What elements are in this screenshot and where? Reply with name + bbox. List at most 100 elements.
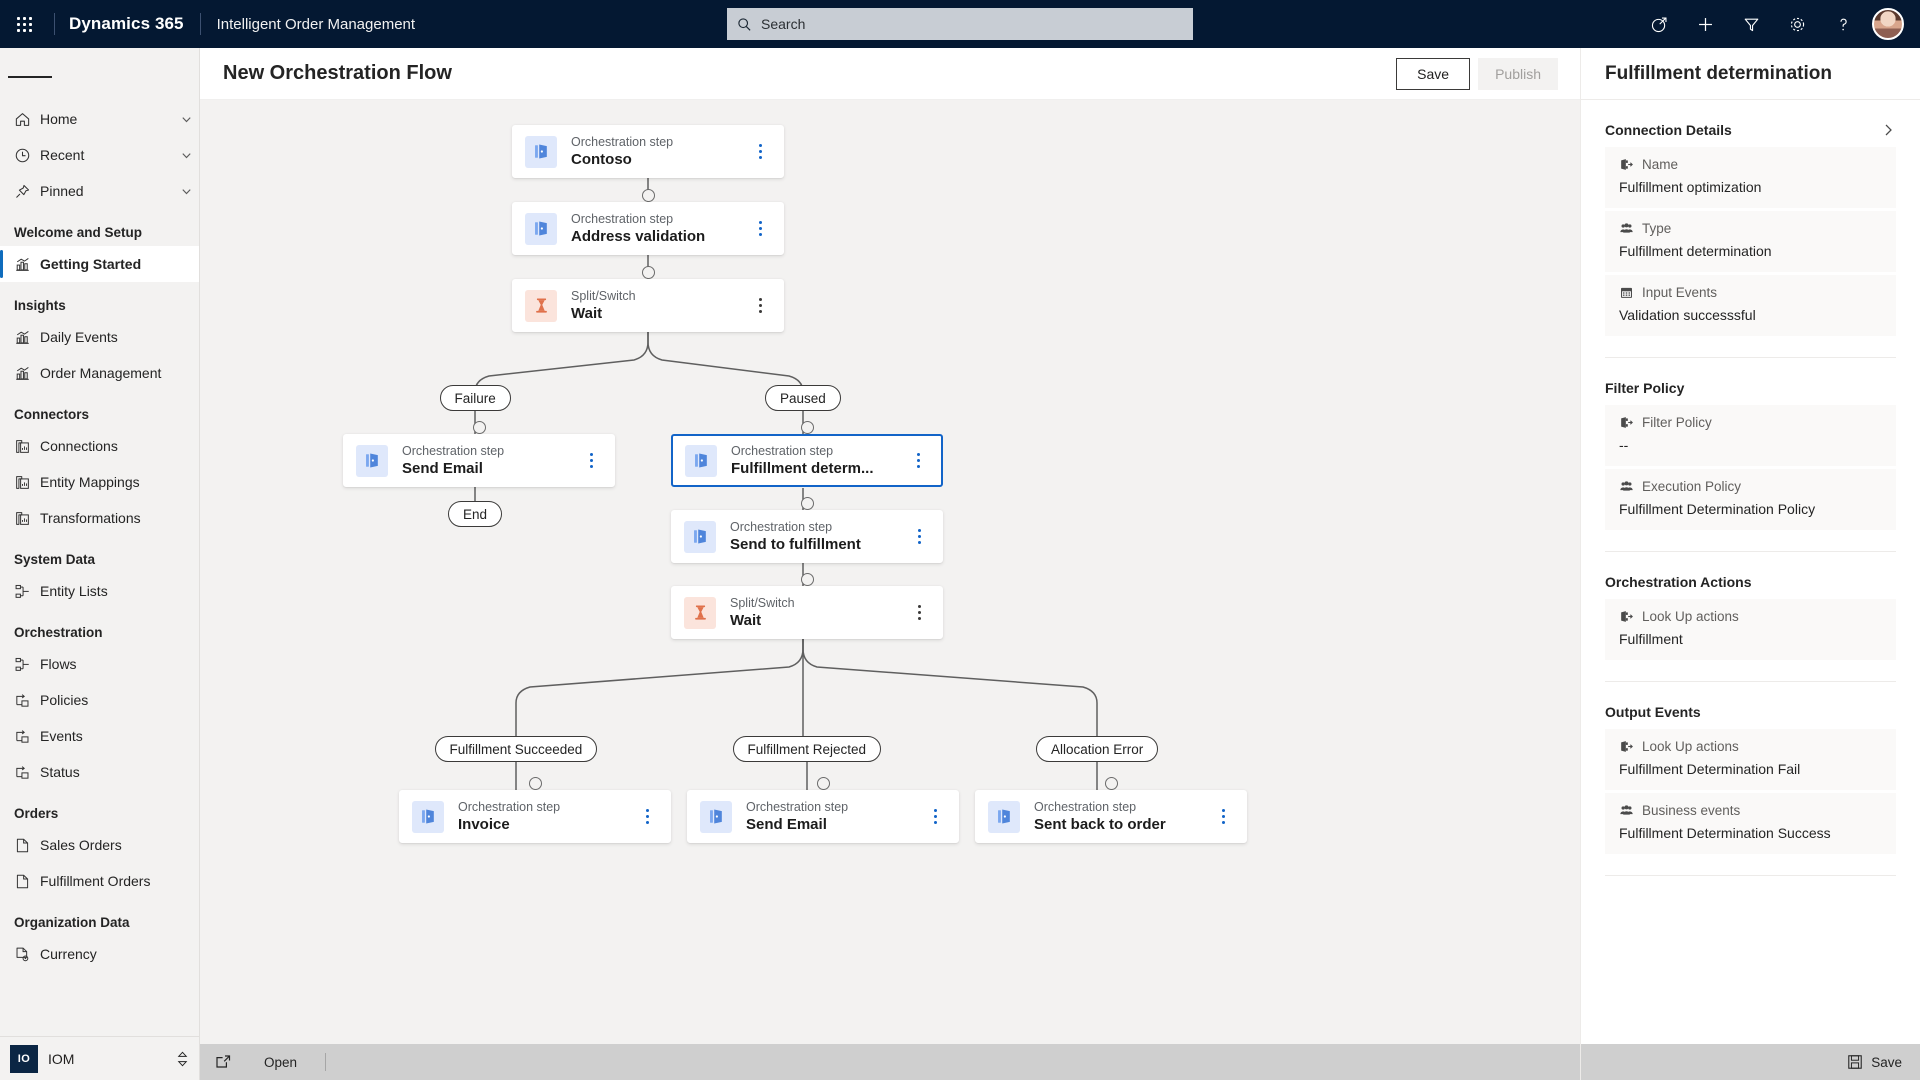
flow-label-fulfillment-succeeded[interactable]: Fulfillment Succeeded <box>434 736 598 762</box>
sidebar-item-currency[interactable]: Currency <box>0 936 199 972</box>
app-launcher-icon[interactable] <box>0 0 48 48</box>
area-badge: IO <box>10 1044 38 1073</box>
orchestration-step-icon <box>534 144 547 159</box>
connection-port[interactable] <box>1104 777 1118 790</box>
connection-port[interactable] <box>528 777 542 790</box>
more-options-icon[interactable] <box>580 446 602 476</box>
sidebar-item-sales-orders[interactable]: Sales Orders <box>0 827 199 863</box>
more-options-icon[interactable] <box>636 802 658 832</box>
chevron-down-icon[interactable] <box>180 185 193 198</box>
app-name[interactable]: Intelligent Order Management <box>216 15 416 33</box>
edit-pencil-icon[interactable] <box>1636 0 1682 48</box>
sidebar-item-events[interactable]: Events <box>0 718 199 754</box>
section-header: Filter Policy <box>1605 358 1896 405</box>
sidebar-item-pinned[interactable]: Pinned <box>0 173 199 209</box>
sidebar-item-transformations[interactable]: Transformations <box>0 500 199 536</box>
avatar[interactable] <box>1872 8 1904 40</box>
more-options-icon[interactable] <box>749 291 771 321</box>
search-input[interactable]: Search <box>727 8 1193 40</box>
sidebar-item-entity-lists[interactable]: Entity Lists <box>0 573 199 609</box>
flow-label-end[interactable]: End <box>448 501 503 527</box>
flow-label-failure[interactable]: Failure <box>439 385 511 411</box>
open-popout-icon[interactable] <box>214 1053 232 1071</box>
sidebar-item-daily-events[interactable]: Daily Events <box>0 319 199 355</box>
field-value: Fulfillment Determination Fail <box>1619 761 1801 777</box>
divider <box>1605 681 1896 682</box>
more-options-icon[interactable] <box>908 598 930 628</box>
flow-label-allocation-error[interactable]: Allocation Error <box>1036 736 1159 762</box>
sidebar-item-getting-started[interactable]: Getting Started <box>0 246 199 282</box>
connection-port[interactable] <box>641 266 655 279</box>
chevron-down-icon[interactable] <box>180 113 193 126</box>
sidebar-item-fulfillment-orders[interactable]: Fulfillment Orders <box>0 863 199 899</box>
sidebar-item-flows[interactable]: Flows <box>0 646 199 682</box>
chevron-down-icon[interactable] <box>180 149 193 162</box>
more-options-icon[interactable] <box>749 137 771 167</box>
chevron-down-icon[interactable] <box>173 113 199 126</box>
sidebar-item-recent[interactable]: Recent <box>0 137 199 173</box>
filter-icon[interactable] <box>1728 0 1774 48</box>
area-switcher[interactable]: IO IOM <box>0 1036 199 1080</box>
more-options-icon[interactable] <box>1212 802 1234 832</box>
flow-icon <box>14 728 40 745</box>
more-options-icon[interactable] <box>907 446 929 476</box>
connection-port[interactable] <box>816 777 830 790</box>
field-label: Business events <box>1642 803 1741 818</box>
gear-icon[interactable] <box>1774 0 1820 48</box>
orchestration-step-icon <box>365 453 378 468</box>
sidebar-item-policies[interactable]: Policies <box>0 682 199 718</box>
more-options-icon[interactable] <box>749 214 771 244</box>
chevron-down-icon[interactable] <box>173 185 199 198</box>
section-title: Output Events <box>1605 704 1701 720</box>
hamburger-menu-icon[interactable] <box>8 55 53 99</box>
flow-node-subtitle: Orchestration step <box>746 799 849 814</box>
sidebar-item-entity-mappings[interactable]: Entity Mappings <box>0 464 199 500</box>
add-plus-icon[interactable] <box>1682 0 1728 48</box>
connection-port[interactable] <box>800 421 814 434</box>
panel-save-button[interactable]: Save <box>1581 1044 1920 1080</box>
connection-port[interactable] <box>472 421 486 434</box>
chevron-down-icon[interactable] <box>173 149 199 162</box>
flow-icon <box>14 692 40 709</box>
page-title: New Orchestration Flow <box>223 62 452 84</box>
chart-icon <box>14 329 40 346</box>
connection-port[interactable] <box>800 573 814 586</box>
flow-label-paused[interactable]: Paused <box>765 385 841 411</box>
field-filter-policy[interactable]: Filter Policy-- <box>1605 405 1896 467</box>
open-label[interactable]: Open <box>264 1054 298 1070</box>
area-switcher-icon[interactable] <box>176 1051 189 1067</box>
sidebar-item-label: Events <box>40 728 83 744</box>
clock-icon <box>15 148 30 162</box>
sidebar-item-status[interactable]: Status <box>0 754 199 790</box>
connection-port[interactable] <box>641 189 655 202</box>
sidebar-item-order-management[interactable]: Order Management <box>0 355 199 391</box>
brand-title[interactable]: Dynamics 365 <box>69 14 184 33</box>
flow-label-fulfillment-rejected[interactable]: Fulfillment Rejected <box>732 736 882 762</box>
more-options-icon[interactable] <box>908 522 930 552</box>
more-options-icon[interactable] <box>924 802 946 832</box>
help-question-icon[interactable] <box>1820 0 1866 48</box>
save-button[interactable]: Save <box>1396 57 1471 90</box>
chevron-right-icon[interactable] <box>1880 122 1896 138</box>
sidebar-item-home[interactable]: Home <box>0 101 199 137</box>
connection-port[interactable] <box>800 497 814 510</box>
sidebar-item-connections[interactable]: Connections <box>0 428 199 464</box>
